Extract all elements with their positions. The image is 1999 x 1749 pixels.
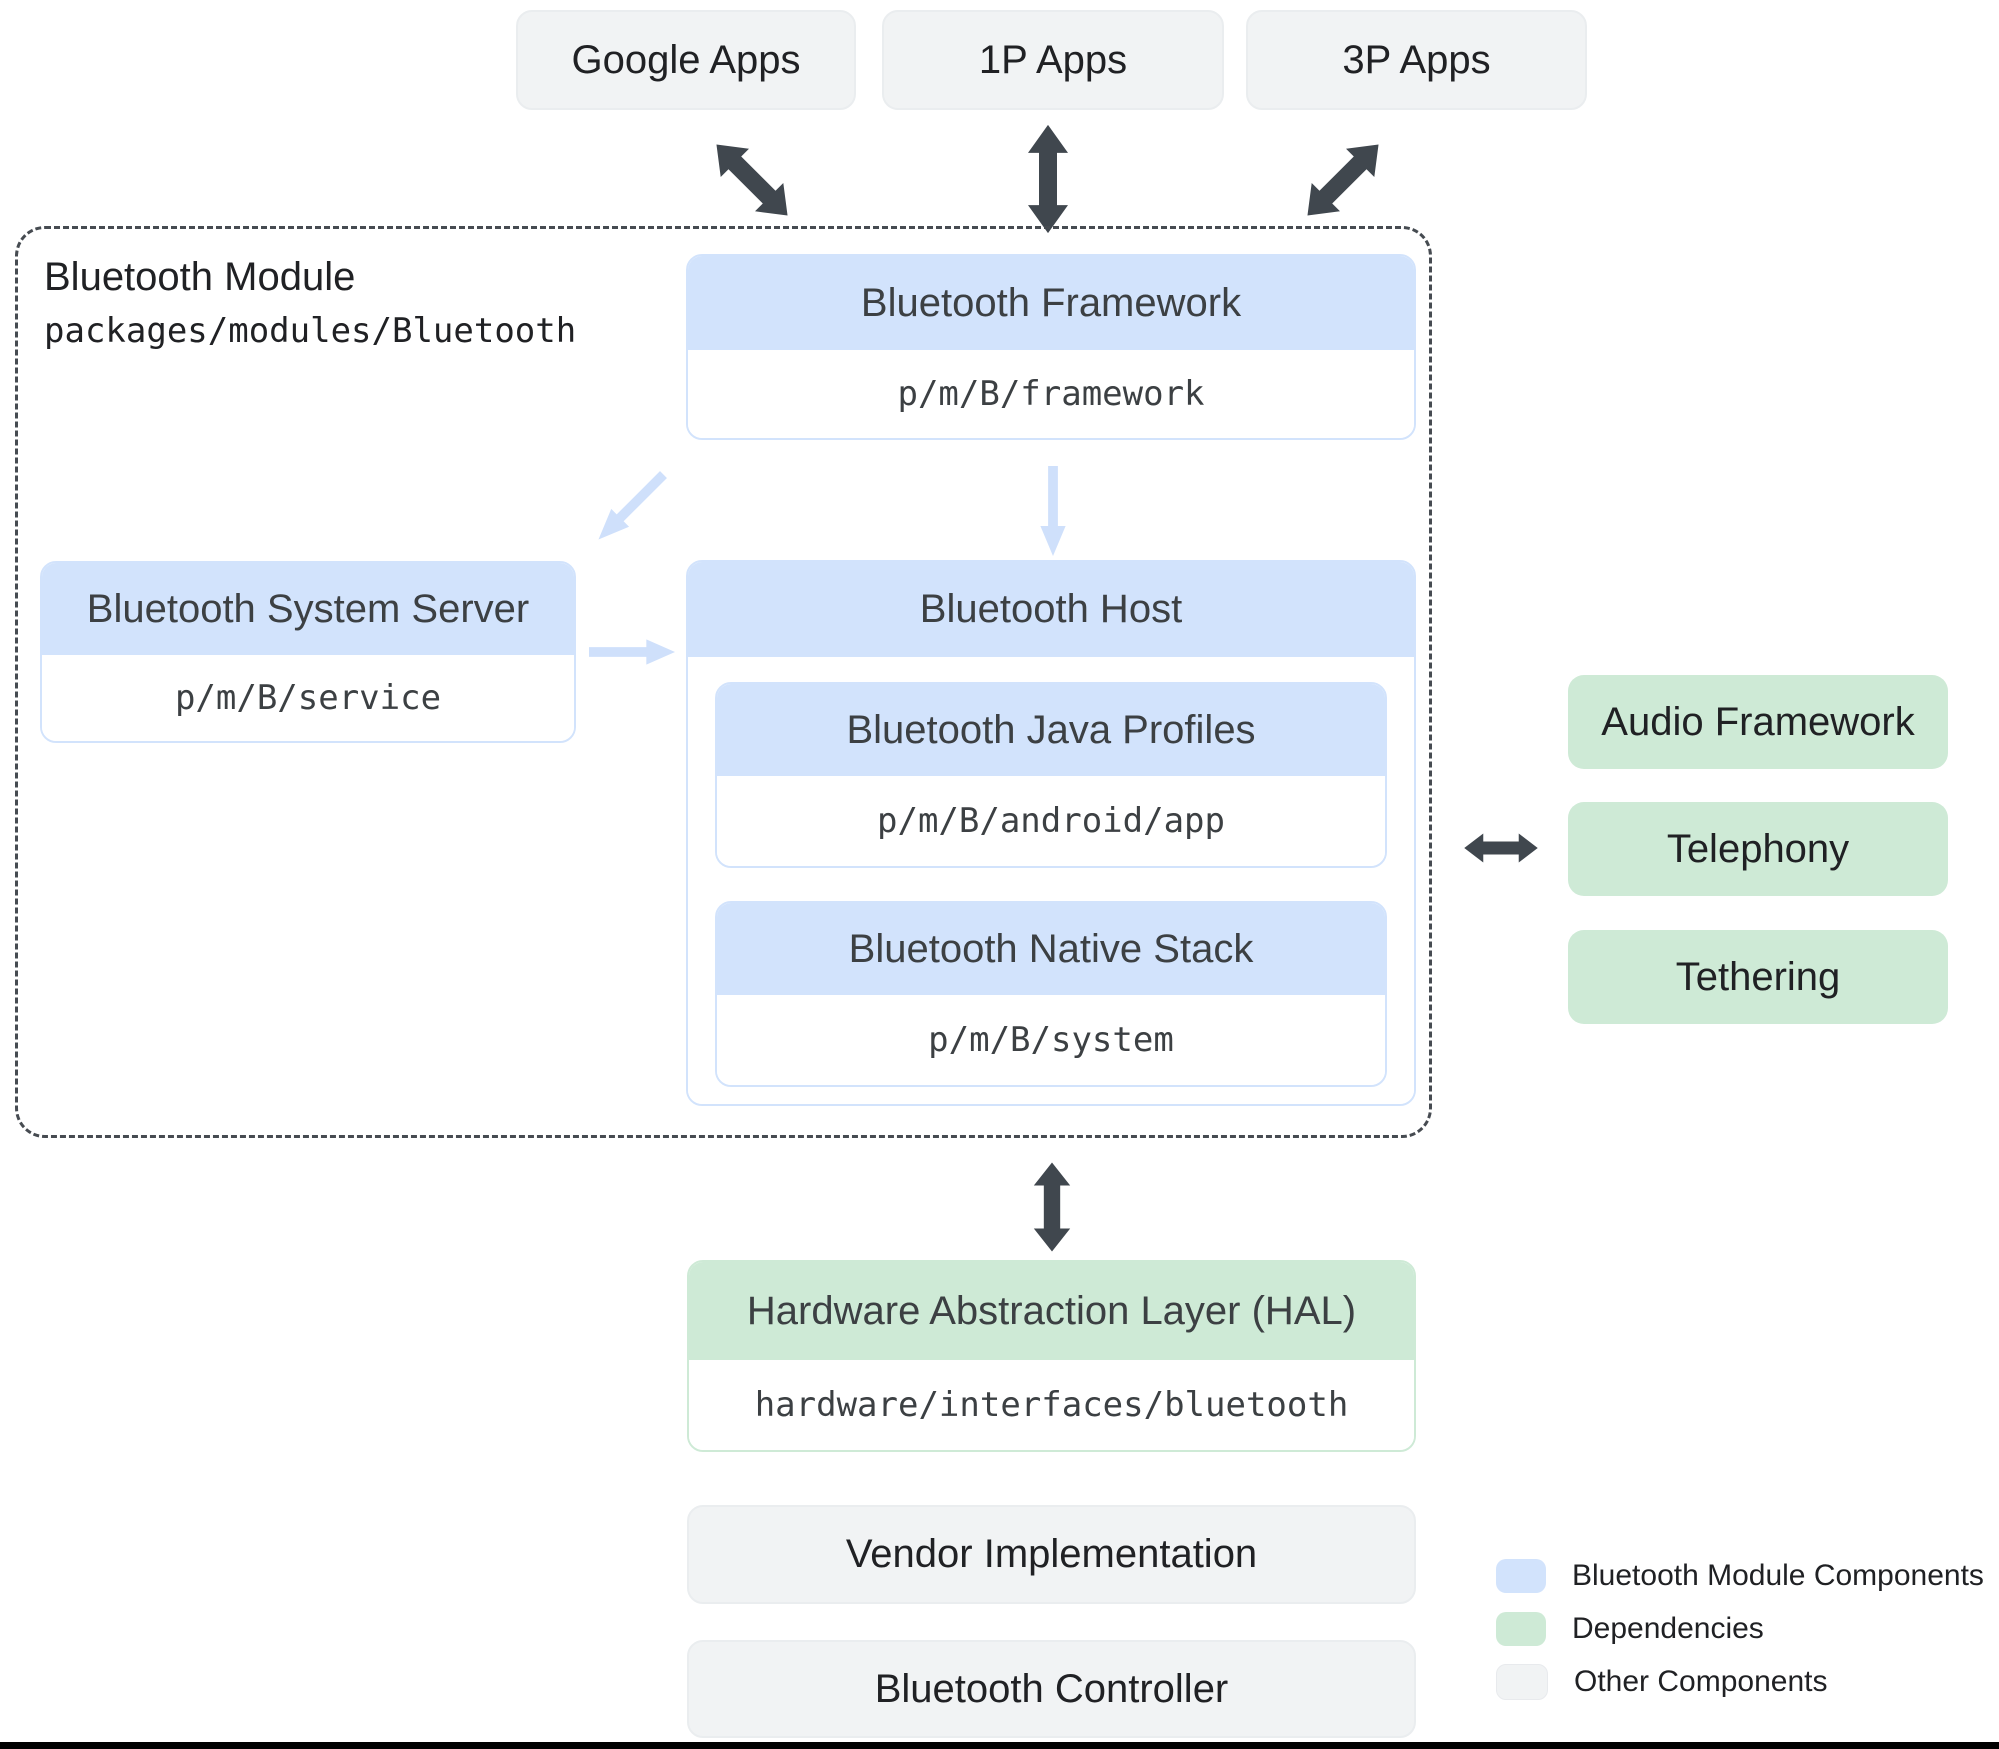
framework-to-system-server-arrow-icon (589, 465, 674, 550)
audio-framework-box: Audio Framework (1568, 675, 1948, 769)
bluetooth-controller-label: Bluetooth Controller (874, 1666, 1229, 1711)
google-apps-bidirectional-arrow-icon (700, 128, 805, 233)
legend-swatch-gray (1496, 1664, 1548, 1700)
tethering-label: Tethering (1675, 954, 1841, 999)
first-party-apps-bidirectional-arrow-icon (1026, 123, 1070, 235)
hal-box: Hardware Abstraction Layer (HAL) hardwar… (687, 1260, 1416, 1452)
legend-item-dependencies: Dependencies (1496, 1612, 1764, 1646)
bluetooth-system-server-header: Bluetooth System Server (42, 563, 574, 655)
bluetooth-native-stack-box: Bluetooth Native Stack p/m/B/system (715, 901, 1387, 1087)
bluetooth-host-label: Bluetooth Host (919, 587, 1183, 631)
bluetooth-host-header: Bluetooth Host (688, 562, 1414, 657)
hal-path: hardware/interfaces/bluetooth (689, 1360, 1414, 1450)
module-dependencies-bidirectional-arrow-icon (1463, 832, 1539, 864)
bluetooth-system-server-path: p/m/B/service (42, 655, 574, 741)
system-server-to-host-arrow-icon (589, 638, 675, 666)
legend-swatch-green (1496, 1612, 1546, 1646)
tethering-box: Tethering (1568, 930, 1948, 1024)
bluetooth-java-profiles-path: p/m/B/android/app (717, 776, 1385, 866)
bluetooth-system-server-box: Bluetooth System Server p/m/B/service (40, 561, 576, 743)
legend-label-module-components: Bluetooth Module Components (1572, 1559, 1984, 1592)
legend-label-dependencies: Dependencies (1572, 1612, 1764, 1645)
bluetooth-host-box: Bluetooth Host Bluetooth Java Profiles p… (686, 560, 1416, 1106)
bluetooth-system-server-label: Bluetooth System Server (86, 586, 530, 631)
vendor-implementation-label: Vendor Implementation (845, 1532, 1258, 1576)
bluetooth-native-stack-label: Bluetooth Native Stack (848, 926, 1254, 971)
google-apps-label: Google Apps (571, 37, 801, 82)
bluetooth-module-path: packages/modules/Bluetooth (44, 311, 577, 351)
bluetooth-framework-label: Bluetooth Framework (860, 280, 1242, 325)
screenshot-bottom-edge (0, 1742, 1999, 1749)
bluetooth-controller-box: Bluetooth Controller (687, 1640, 1416, 1738)
third-party-apps-bidirectional-arrow-icon (1291, 128, 1396, 233)
legend-swatch-blue (1496, 1559, 1546, 1593)
bluetooth-framework-box: Bluetooth Framework p/m/B/framework (686, 254, 1416, 440)
bluetooth-native-stack-path: p/m/B/system (717, 995, 1385, 1085)
bluetooth-host-body: Bluetooth Java Profiles p/m/B/android/ap… (688, 657, 1414, 1104)
legend-item-module-components: Bluetooth Module Components (1496, 1559, 1984, 1593)
first-party-apps-box: 1P Apps (882, 10, 1224, 110)
bluetooth-java-profiles-label: Bluetooth Java Profiles (846, 707, 1256, 752)
first-party-apps-label: 1P Apps (978, 37, 1128, 82)
module-hal-bidirectional-arrow-icon (1032, 1161, 1072, 1253)
google-apps-box: Google Apps (516, 10, 856, 110)
bluetooth-module-boundary: Bluetooth Module packages/modules/Blueto… (15, 226, 1432, 1138)
third-party-apps-label: 3P Apps (1342, 37, 1491, 82)
telephony-label: Telephony (1666, 826, 1850, 871)
bluetooth-java-profiles-box: Bluetooth Java Profiles p/m/B/android/ap… (715, 682, 1387, 868)
framework-to-host-arrow-icon (1039, 466, 1067, 556)
third-party-apps-box: 3P Apps (1246, 10, 1587, 110)
legend-label-other-components: Other Components (1574, 1665, 1828, 1698)
audio-framework-label: Audio Framework (1601, 699, 1915, 744)
bluetooth-framework-path: p/m/B/framework (688, 350, 1414, 438)
hal-label: Hardware Abstraction Layer (HAL) (746, 1288, 1357, 1333)
bluetooth-native-stack-header: Bluetooth Native Stack (717, 903, 1385, 995)
bluetooth-framework-header: Bluetooth Framework (688, 256, 1414, 350)
bluetooth-java-profiles-header: Bluetooth Java Profiles (717, 684, 1385, 776)
hal-header: Hardware Abstraction Layer (HAL) (689, 1262, 1414, 1360)
vendor-implementation-box: Vendor Implementation (687, 1505, 1416, 1604)
telephony-box: Telephony (1568, 802, 1948, 896)
legend-item-other-components: Other Components (1496, 1664, 1827, 1700)
bluetooth-module-title: Bluetooth Module (44, 255, 356, 299)
